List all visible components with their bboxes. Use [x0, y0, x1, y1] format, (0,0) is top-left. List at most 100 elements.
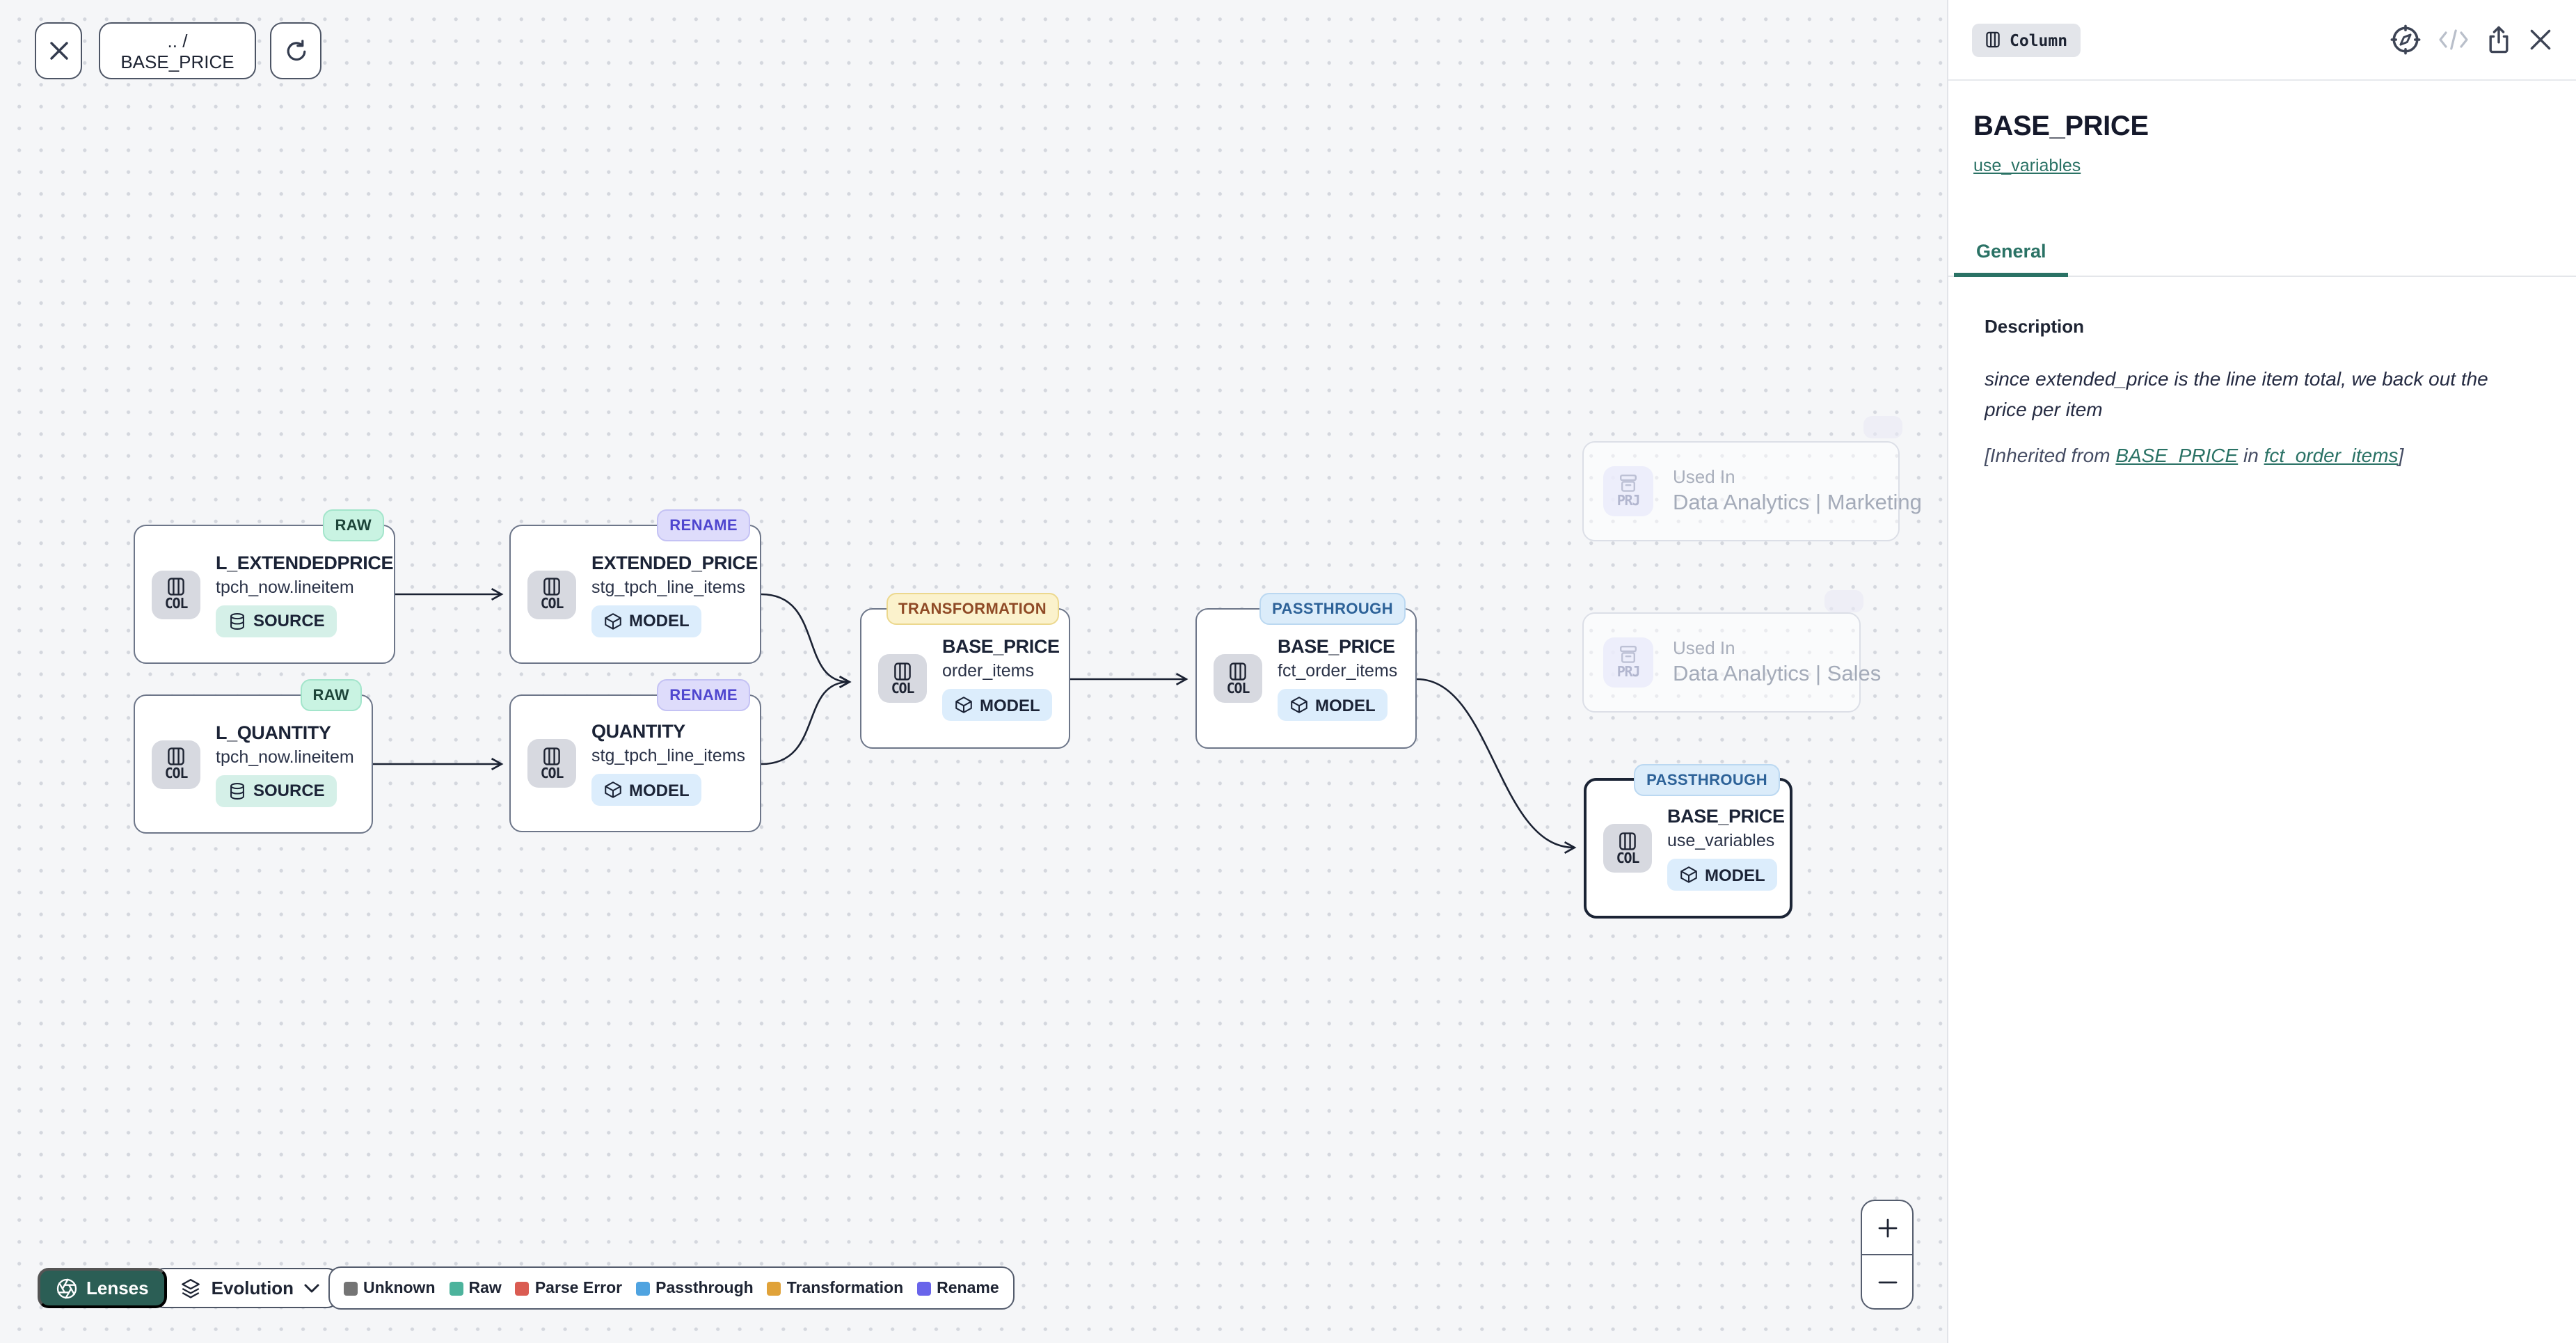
panel-tabs: General: [1948, 230, 2576, 277]
legend-item-raw: Raw: [449, 1280, 502, 1296]
node-subtitle: use_variables: [1667, 831, 1775, 850]
node-subtitle: tpch_now.lineitem: [216, 747, 354, 766]
close-panel-button[interactable]: [2527, 26, 2554, 53]
lens-badge-rename: RENAME: [657, 679, 750, 711]
node-extended-price[interactable]: RENAME COL EXTENDED_PRICE stg_tpch_line_…: [509, 509, 761, 664]
node-base-price-use-variables-selected[interactable]: PASSTHROUGH COL BASE_PRICE use_variables…: [1584, 764, 1792, 919]
column-type-chip: COL: [527, 739, 576, 788]
used-in-name: Data Analytics | Marketing: [1673, 491, 1922, 515]
plus-icon: [1877, 1218, 1897, 1237]
cube-icon: [1291, 697, 1307, 713]
column-type-chip: COL: [1214, 654, 1262, 703]
breadcrumb-label: .. / BASE_PRICE: [120, 30, 234, 72]
model-chip: MODEL: [942, 689, 1053, 721]
lens-badge-passthrough: PASSTHROUGH: [1259, 593, 1406, 625]
lens-badge-rename: RENAME: [657, 509, 750, 541]
lenses-button[interactable]: Lenses: [38, 1268, 167, 1308]
legend-item-transformation: Transformation: [767, 1280, 903, 1296]
close-graph-button[interactable]: [35, 22, 82, 79]
node-title: L_EXTENDEDPRICE: [216, 552, 394, 573]
column-type-chip: COL: [527, 570, 576, 619]
used-in-node-marketing[interactable]: PRJ Used In Data Analytics | Marketing: [1582, 441, 1922, 541]
lenses-label: Lenses: [86, 1278, 149, 1298]
columns-icon: [1986, 31, 2000, 48]
inherited-from-line: [Inherited from BASE_PRICE in fct_order_…: [1985, 444, 2404, 467]
columns-icon: [543, 747, 560, 765]
description-section: Description since extended_price is the …: [1948, 277, 2576, 467]
used-in-label: Used In: [1673, 637, 1735, 658]
column-type-chip: COL: [152, 570, 200, 619]
legend-swatch: [344, 1281, 358, 1295]
columns-icon: [1619, 832, 1636, 850]
column-type-chip: COL: [1603, 824, 1652, 873]
archive-icon: [1619, 475, 1637, 492]
zoom-in-button[interactable]: [1862, 1201, 1912, 1254]
used-in-name: Data Analytics | Sales: [1673, 662, 1882, 686]
node-subtitle: stg_tpch_line_items: [591, 577, 745, 596]
compass-icon: [2390, 24, 2421, 55]
node-title: L_QUANTITY: [216, 722, 331, 742]
node-title: BASE_PRICE: [1278, 636, 1395, 657]
breadcrumb[interactable]: .. / BASE_PRICE: [99, 22, 256, 79]
archive-icon: [1619, 646, 1637, 663]
inherited-model-link[interactable]: fct_order_items: [2264, 444, 2399, 467]
database-icon: [230, 782, 244, 799]
source-chip: SOURCE: [216, 774, 337, 806]
legend-swatch: [515, 1281, 530, 1295]
refresh-button[interactable]: [270, 22, 321, 79]
panel-title: BASE_PRICE: [1973, 111, 2149, 142]
legend-swatch: [917, 1281, 932, 1295]
node-title: BASE_PRICE: [1667, 806, 1785, 827]
model-chip: MODEL: [591, 774, 702, 806]
node-l-quantity[interactable]: RAW COL L_QUANTITY tpch_now.lineitem SOU…: [134, 679, 373, 834]
database-icon: [230, 612, 244, 629]
columns-icon: [168, 578, 184, 596]
node-subtitle: fct_order_items: [1278, 661, 1398, 681]
lens-selected-label: Evolution: [211, 1278, 294, 1298]
columns-icon: [168, 747, 184, 765]
zoom-out-button[interactable]: [1862, 1254, 1912, 1308]
panel-header: Column: [1948, 0, 2576, 81]
description-label: Description: [1985, 316, 2085, 337]
legend-swatch: [767, 1281, 781, 1295]
lens-legend: Unknown Raw Parse Error Passthrough Tran…: [328, 1266, 1015, 1310]
model-chip: MODEL: [591, 605, 702, 637]
node-title: QUANTITY: [591, 721, 685, 742]
lens-badge-raw: RAW: [300, 679, 362, 711]
lens-badge-passthrough: PASSTHROUGH: [1634, 764, 1780, 796]
project-type-chip: PRJ: [1603, 466, 1653, 516]
node-title: BASE_PRICE: [942, 636, 1060, 657]
details-panel: Column: [1947, 0, 2576, 1343]
columns-icon: [894, 662, 911, 680]
legend-swatch: [636, 1281, 651, 1295]
node-base-price-fct-order-items[interactable]: PASSTHROUGH COL BASE_PRICE fct_order_ite…: [1195, 593, 1417, 749]
lens-badge-transformation: TRANSFORMATION: [886, 593, 1059, 625]
close-icon: [49, 42, 67, 60]
column-type-chip: COL: [152, 740, 200, 788]
description-text: since extended_price is the line item to…: [1985, 367, 2488, 420]
node-base-price-order-items[interactable]: TRANSFORMATION COL BASE_PRICE order_item…: [860, 593, 1070, 749]
tab-general[interactable]: General: [1954, 230, 2069, 277]
model-link[interactable]: use_variables: [1973, 156, 2081, 175]
explore-button[interactable]: [2390, 24, 2422, 56]
node-subtitle: order_items: [942, 661, 1034, 681]
legend-item-parse-error: Parse Error: [515, 1280, 622, 1296]
share-button[interactable]: [2486, 25, 2512, 54]
inherited-column-link[interactable]: BASE_PRICE: [2115, 444, 2239, 467]
cube-icon: [605, 781, 621, 798]
used-in-node-sales[interactable]: PRJ Used In Data Analytics | Sales: [1582, 612, 1881, 713]
column-type-chip: COL: [878, 654, 927, 703]
minus-icon: [1877, 1280, 1897, 1283]
node-l-extendedprice[interactable]: RAW COL L_EXTENDEDPRICE tpch_now.lineite…: [134, 509, 395, 664]
lens-controls: Lenses Evolution: [38, 1268, 339, 1308]
legend-item-unknown: Unknown: [344, 1280, 436, 1296]
node-quantity[interactable]: RENAME COL QUANTITY stg_tpch_line_items …: [509, 679, 761, 832]
cube-icon: [605, 612, 621, 629]
chevron-down-icon: [304, 1283, 319, 1292]
source-chip: SOURCE: [216, 605, 337, 637]
share-icon: [2489, 26, 2509, 54]
lens-dropdown[interactable]: Evolution: [152, 1268, 339, 1308]
model-chip: MODEL: [1278, 689, 1388, 721]
legend-item-passthrough: Passthrough: [636, 1280, 754, 1296]
